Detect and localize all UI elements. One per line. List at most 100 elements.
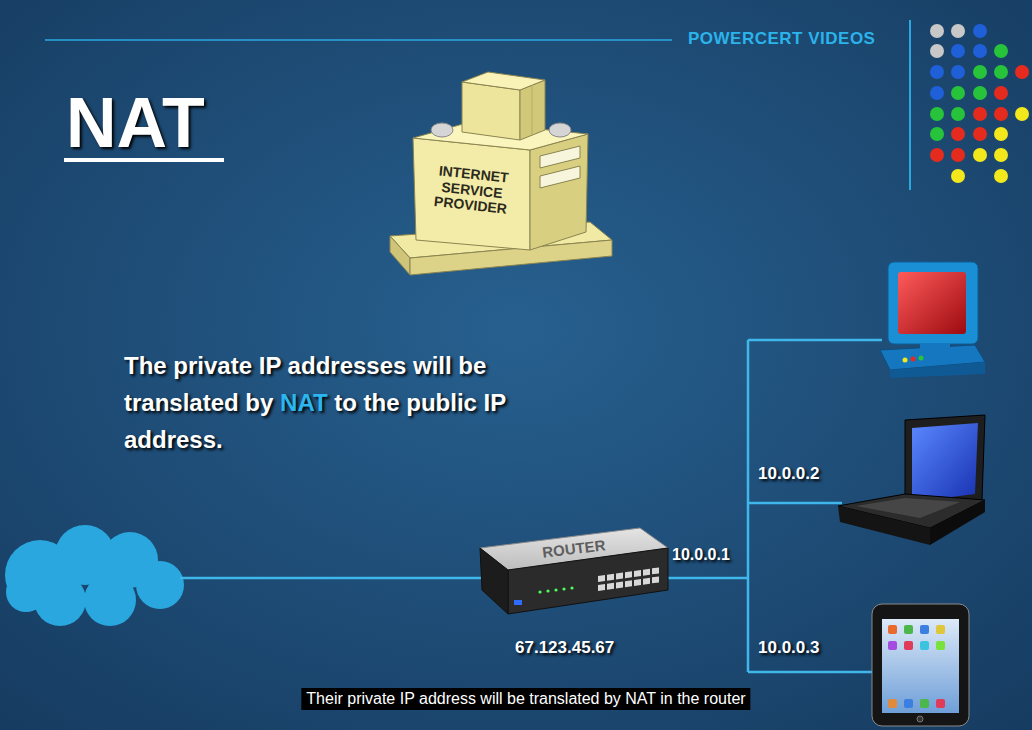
ip-address: 67.123.45.67 [515,638,614,658]
isp-building [530,134,588,250]
logo-dots [973,86,987,100]
header-rule [45,39,672,41]
desktop-computer [919,356,924,361]
network-wire [748,502,842,505]
logo-dots [973,148,987,162]
desktop-computer [920,343,950,351]
isp-building-label: INTERNET SERVICE PROVIDER [416,157,527,223]
logo-dots [973,127,987,141]
logo-dots [951,86,965,100]
isp-building [540,166,580,188]
router-device [625,580,632,587]
ip-address: 10.0.0.2 [758,464,819,484]
router-device [616,581,623,588]
tablet-device [904,699,913,708]
laptop-computer [912,423,978,502]
router-device [643,569,650,576]
network-wire [747,340,750,672]
router-device [607,583,614,590]
title-underline [64,158,224,162]
router-device [598,567,659,591]
tablet-device [872,604,969,726]
tablet-device [904,641,913,650]
logo-dots [994,169,1008,183]
laptop-computer [856,498,960,518]
logo-dots [951,148,965,162]
router-device [598,575,605,582]
tablet-device [920,625,929,634]
router-device [652,567,659,574]
highlight-word: NAT [280,389,328,416]
logo-dots [973,107,987,121]
internet-cloud [84,574,136,626]
isp-building [390,72,612,275]
desktop-computer [898,272,966,334]
router-device [625,571,632,578]
tablet-device [917,716,923,722]
logo-dots [951,65,965,79]
logo-dots [994,148,1008,162]
router-device [508,548,668,614]
isp-building [413,138,530,250]
router-device [514,600,522,605]
router-device [538,590,541,593]
logo-dots [951,44,965,58]
tablet-device [936,699,945,708]
logo-dots [973,44,987,58]
router-device [616,572,623,579]
logo-dots [1015,65,1029,79]
desktop-computer [890,362,985,378]
network-wire [748,671,874,674]
tablet-device [888,641,897,650]
tablet-device [936,641,945,650]
desktop-computer [880,262,985,378]
logo-dots [994,44,1008,58]
isp-building [540,146,580,168]
desktop-computer [911,357,916,362]
router-device [634,579,641,586]
isp-building [462,72,545,90]
logo-dots [930,127,944,141]
network-wire [660,577,748,580]
isp-building [431,123,453,137]
router-device [570,586,573,589]
internet-cloud [6,572,46,612]
logo-dots [994,107,1008,121]
desktop-computer [888,262,978,344]
router-device [562,587,565,590]
logo-dots [973,24,987,38]
logo-dots [951,24,965,38]
network-wire [180,577,490,580]
internet-cloud [5,525,184,626]
router-device [480,528,668,614]
logo-dots [930,86,944,100]
router-device [607,574,614,581]
video-subtitle: Their private IP address will be transla… [301,688,750,710]
isp-building [390,236,410,275]
logo-dots [930,24,944,38]
tablet-device [920,641,929,650]
logo-dots [994,86,1008,100]
isp-building [532,85,533,135]
logo-dots [930,44,944,58]
ip-address: 10.0.0.3 [758,638,819,658]
logo-dots [951,127,965,141]
node-text: INTERNET SERVICE PROVIDER [422,162,522,218]
desktop-computer [903,358,908,363]
logo-dots [994,65,1008,79]
tablet-device [882,619,959,713]
logo-dots [951,107,965,121]
explanation-text: The private IP addresses will be transla… [124,347,604,458]
slide-title: NAT [66,88,205,158]
ip-address: 10.0.0.1 [672,545,730,564]
router-device [598,584,605,591]
logo-dots [994,127,1008,141]
logo-dots [930,65,944,79]
laptop-computer [838,415,985,545]
router-device [643,578,650,585]
node-text: ROUTER [542,537,607,561]
tablet-device [888,699,897,708]
isp-building [462,82,520,140]
logo-dots [1015,107,1029,121]
